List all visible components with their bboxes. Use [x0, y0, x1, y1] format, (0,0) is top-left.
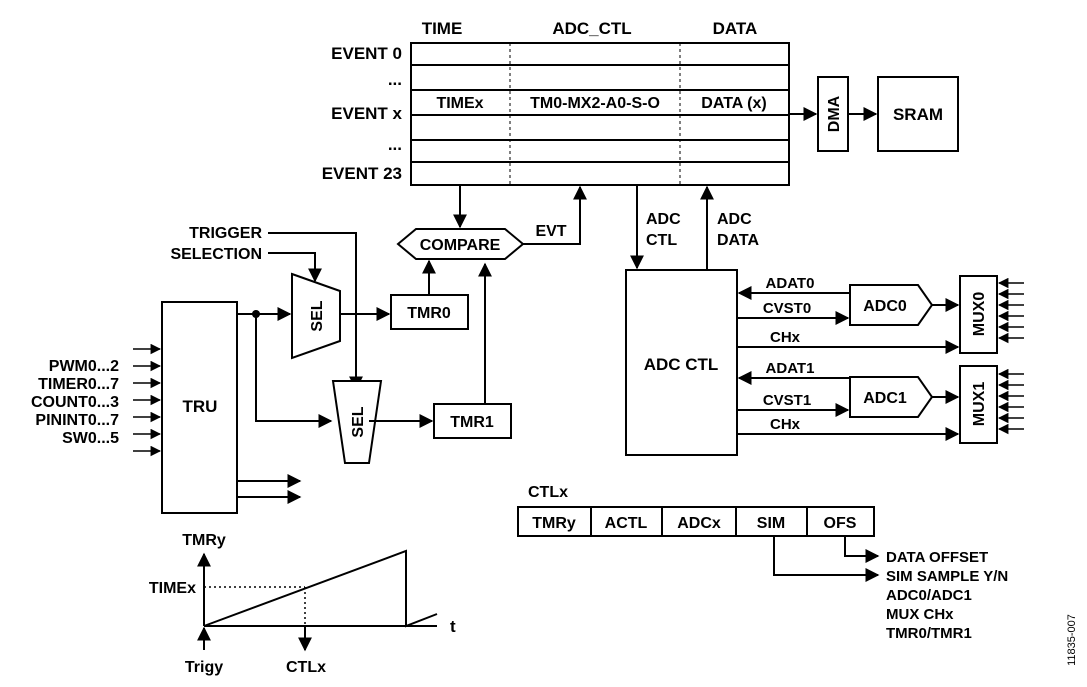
- sel1-block: SEL: [331, 380, 383, 464]
- tmr1-block: TMR1: [433, 403, 512, 439]
- timing-ctl-label: CTLx: [286, 659, 326, 676]
- row-label-ellipsis-1: ...: [388, 70, 402, 89]
- mux0-label: MUX0: [971, 292, 988, 337]
- cell-timex: TIMEx: [436, 95, 483, 112]
- cell-data-x: DATA (x): [701, 95, 766, 112]
- trigger-selection-label-2: SELECTION: [170, 246, 262, 263]
- evt-label: EVT: [535, 223, 566, 240]
- ctlx-desc-adc: ADC0/ADC1: [886, 587, 972, 604]
- adc1-label: ADC1: [863, 390, 907, 407]
- adc-data-link-label-1: ADC: [717, 211, 752, 228]
- row-label-event-0: EVENT 0: [331, 44, 402, 63]
- row-label-ellipsis-2: ...: [388, 135, 402, 154]
- ctlx-field-actl: ACTL: [605, 515, 648, 532]
- mux0-inputs: [997, 277, 1024, 344]
- table-header-data: DATA: [713, 19, 758, 38]
- table-header-adc-ctl: ADC_CTL: [552, 19, 631, 38]
- mux1-inputs: [997, 368, 1024, 435]
- event-table: TIME ADC_CTL DATA EVENT 0 ... EVENT x ..…: [322, 19, 790, 186]
- ctlx-field-tmry: TMRy: [532, 515, 576, 532]
- ctlx-field-adcx: ADCx: [677, 515, 721, 532]
- tru-input-count: COUNT0...3: [31, 394, 119, 411]
- ctlx-title: CTLx: [528, 484, 568, 501]
- adc-data-link-label-2: DATA: [717, 232, 760, 249]
- adat1-label: ADAT1: [766, 360, 815, 377]
- ctlx-field-sim: SIM: [757, 515, 785, 532]
- adc-ctl-link-label-1: ADC: [646, 211, 681, 228]
- ctlx-desc-mux: MUX CHx: [886, 606, 954, 623]
- adat0-label: ADAT0: [766, 275, 815, 292]
- tmr0-label: TMR0: [407, 305, 451, 322]
- adc1-block: ADC1: [849, 376, 934, 418]
- tru-label: TRU: [183, 397, 218, 416]
- tmr0-block: TMR0: [390, 294, 469, 330]
- mux0-block: MUX0: [959, 275, 998, 354]
- cell-adc-ctl-value: TM0-MX2-A0-S-O: [530, 95, 660, 112]
- sel0-label: SEL: [309, 300, 326, 331]
- sel0-block: SEL: [291, 272, 341, 360]
- timing-time-label: t: [450, 617, 456, 636]
- cvst1-label: CVST1: [763, 392, 811, 409]
- ctlx-register: TMRy ACTL ADCx SIM OFS: [517, 506, 875, 537]
- tru-input-arrows: [133, 343, 162, 457]
- adc0-block: ADC0: [849, 284, 934, 326]
- tru-block: TRU: [161, 301, 238, 514]
- sel1-label: SEL: [350, 406, 367, 437]
- compare-label: COMPARE: [420, 237, 501, 254]
- timing-diagram: TMRy TIMEx t Trigy CTLx: [149, 532, 456, 676]
- row-label-event-x: EVENT x: [331, 104, 402, 123]
- trigger-selection-label-1: TRIGGER: [189, 225, 262, 242]
- figure-id: 11835-007: [1066, 614, 1078, 666]
- compare-block: COMPARE: [396, 228, 525, 260]
- timing-trigger-label: Trigy: [185, 659, 223, 676]
- ctlx-desc-sim-sample: SIM SAMPLE Y/N: [886, 568, 1008, 585]
- sram-label: SRAM: [893, 105, 943, 124]
- adc-ctl-block-label: ADC CTL: [644, 355, 719, 374]
- tru-input-pwm: PWM0...2: [49, 358, 119, 375]
- tru-input-timer: TIMER0...7: [38, 376, 119, 393]
- adc-ctl-block: ADC CTL: [625, 269, 738, 456]
- ctlx-desc-data-offset: DATA OFFSET: [886, 549, 988, 566]
- row-label-event-23: EVENT 23: [322, 164, 402, 183]
- chx1-label: CHx: [770, 416, 801, 433]
- tmr1-label: TMR1: [450, 414, 494, 431]
- mux1-label: MUX1: [971, 382, 988, 427]
- timing-level-label: TIMEx: [149, 580, 196, 597]
- timing-axis-label: TMRy: [182, 532, 226, 549]
- ctlx-field-ofs: OFS: [824, 515, 857, 532]
- sram-block: SRAM: [877, 76, 959, 152]
- chx0-label: CHx: [770, 329, 801, 346]
- ctlx-desc-tmr: TMR0/TMR1: [886, 625, 972, 642]
- cvst0-label: CVST0: [763, 300, 811, 317]
- adc0-label: ADC0: [863, 298, 907, 315]
- adc-ctl-link-label-2: CTL: [646, 232, 677, 249]
- table-header-time: TIME: [422, 19, 463, 38]
- tru-input-pinint: PININT0...7: [35, 412, 119, 429]
- dma-label: DMA: [826, 95, 843, 132]
- dma-block: DMA: [817, 76, 849, 152]
- tru-input-sw: SW0...5: [62, 430, 119, 447]
- mux1-block: MUX1: [959, 365, 998, 444]
